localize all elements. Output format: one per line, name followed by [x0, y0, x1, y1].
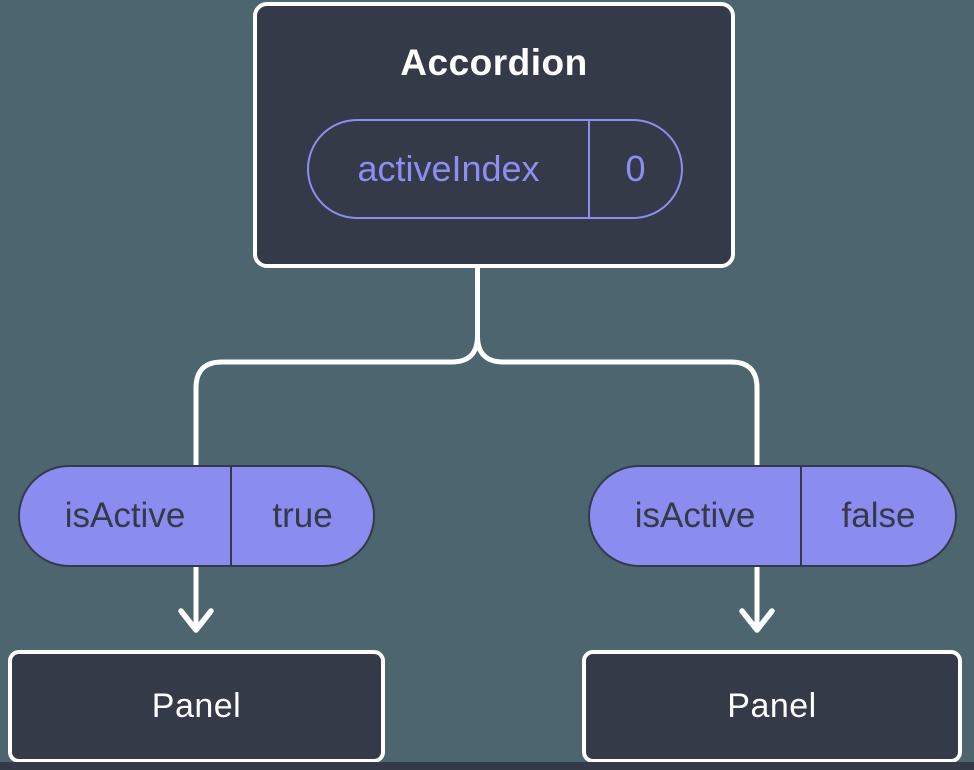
- prop-name-label: isActive: [590, 467, 802, 565]
- state-pill-activeindex: activeIndex 0: [307, 119, 683, 219]
- panel-node-left: Panel: [8, 650, 385, 763]
- arrow-down-icon: [178, 608, 214, 633]
- prop-name-label: isActive: [20, 467, 232, 565]
- panel-node-title: Panel: [727, 687, 817, 725]
- state-name-label: activeIndex: [309, 121, 590, 217]
- bottom-edge-strip: [0, 762, 974, 770]
- state-value-label: 0: [625, 148, 646, 189]
- arrow-down-icon: [739, 608, 775, 633]
- accordion-node: Accordion activeIndex 0: [253, 2, 735, 268]
- accordion-node-title: Accordion: [400, 42, 588, 83]
- panel-node-title: Panel: [151, 687, 242, 725]
- panel-node-right: Panel: [582, 650, 962, 763]
- prop-pill-isactive-false: isActive false: [588, 465, 957, 567]
- prop-pill-isactive-true: isActive true: [18, 465, 375, 567]
- branch-left-line: [193, 259, 480, 629]
- branch-right-line: [475, 259, 760, 629]
- prop-value-label: true: [272, 496, 333, 535]
- prop-value-label: false: [841, 496, 916, 535]
